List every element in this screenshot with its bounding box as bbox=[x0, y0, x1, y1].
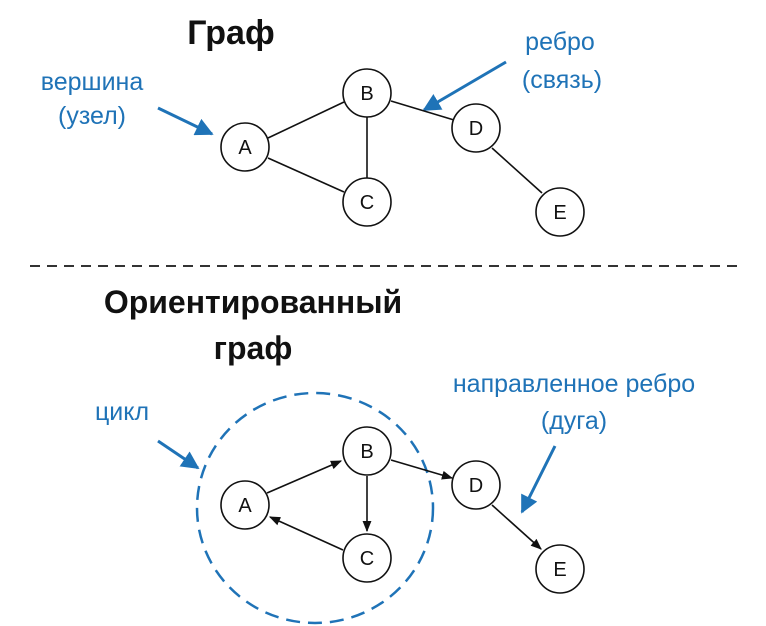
arc-d-e bbox=[491, 504, 542, 550]
digraph-node-e-label: E bbox=[553, 559, 566, 581]
edge-a-c bbox=[267, 157, 345, 193]
vertex-callout-line2: (узел) bbox=[58, 102, 126, 130]
digraph-node-c: C bbox=[342, 533, 392, 583]
edge-callout-line2: (связь) bbox=[522, 66, 602, 94]
digraph-node-d-label: D bbox=[469, 475, 483, 497]
node-a: A bbox=[220, 122, 270, 172]
arc-b-d bbox=[390, 459, 454, 480]
cycle-callout: цикл bbox=[95, 398, 149, 426]
node-c: C bbox=[342, 177, 392, 227]
arc-a-b bbox=[266, 460, 343, 494]
edge-a-b bbox=[267, 101, 345, 139]
digraph-node-b: B bbox=[342, 426, 392, 476]
directed-callout-line2: (дуга) bbox=[541, 407, 607, 435]
node-b: B bbox=[342, 68, 392, 118]
node-b-label: B bbox=[360, 83, 373, 105]
node-c-label: C bbox=[360, 192, 374, 214]
cycle-callout-arrow bbox=[157, 439, 200, 470]
digraph-node-e: E bbox=[535, 544, 585, 594]
vertex-callout-line1: вершина bbox=[41, 68, 144, 96]
edge-callout-line1: ребро bbox=[525, 28, 595, 56]
edge-d-e bbox=[491, 147, 543, 194]
directed-callout-arrow bbox=[520, 445, 557, 514]
digraph-node-a: A bbox=[220, 480, 270, 530]
node-d: D bbox=[451, 103, 501, 153]
digraph-node-d: D bbox=[451, 460, 501, 510]
digraph-node-b-label: B bbox=[360, 441, 373, 463]
graph-title: Граф bbox=[187, 14, 274, 52]
digraph-title-line1: Ориентированный bbox=[104, 284, 402, 320]
digraph-node-a-label: A bbox=[238, 495, 252, 517]
directed-callout-line1: направленное ребро bbox=[453, 370, 695, 398]
node-e-label: E bbox=[553, 202, 566, 224]
node-e: E bbox=[535, 187, 585, 237]
digraph-title-line2: граф bbox=[214, 330, 293, 366]
arc-c-a bbox=[268, 516, 344, 551]
cycle-highlight bbox=[195, 391, 435, 625]
node-d-label: D bbox=[469, 118, 483, 140]
edge-callout-arrow bbox=[422, 60, 507, 112]
edge-b-d bbox=[390, 100, 455, 121]
vertex-callout-arrow bbox=[157, 106, 214, 136]
digraph-node-c-label: C bbox=[360, 548, 374, 570]
node-a-label: A bbox=[238, 137, 252, 159]
